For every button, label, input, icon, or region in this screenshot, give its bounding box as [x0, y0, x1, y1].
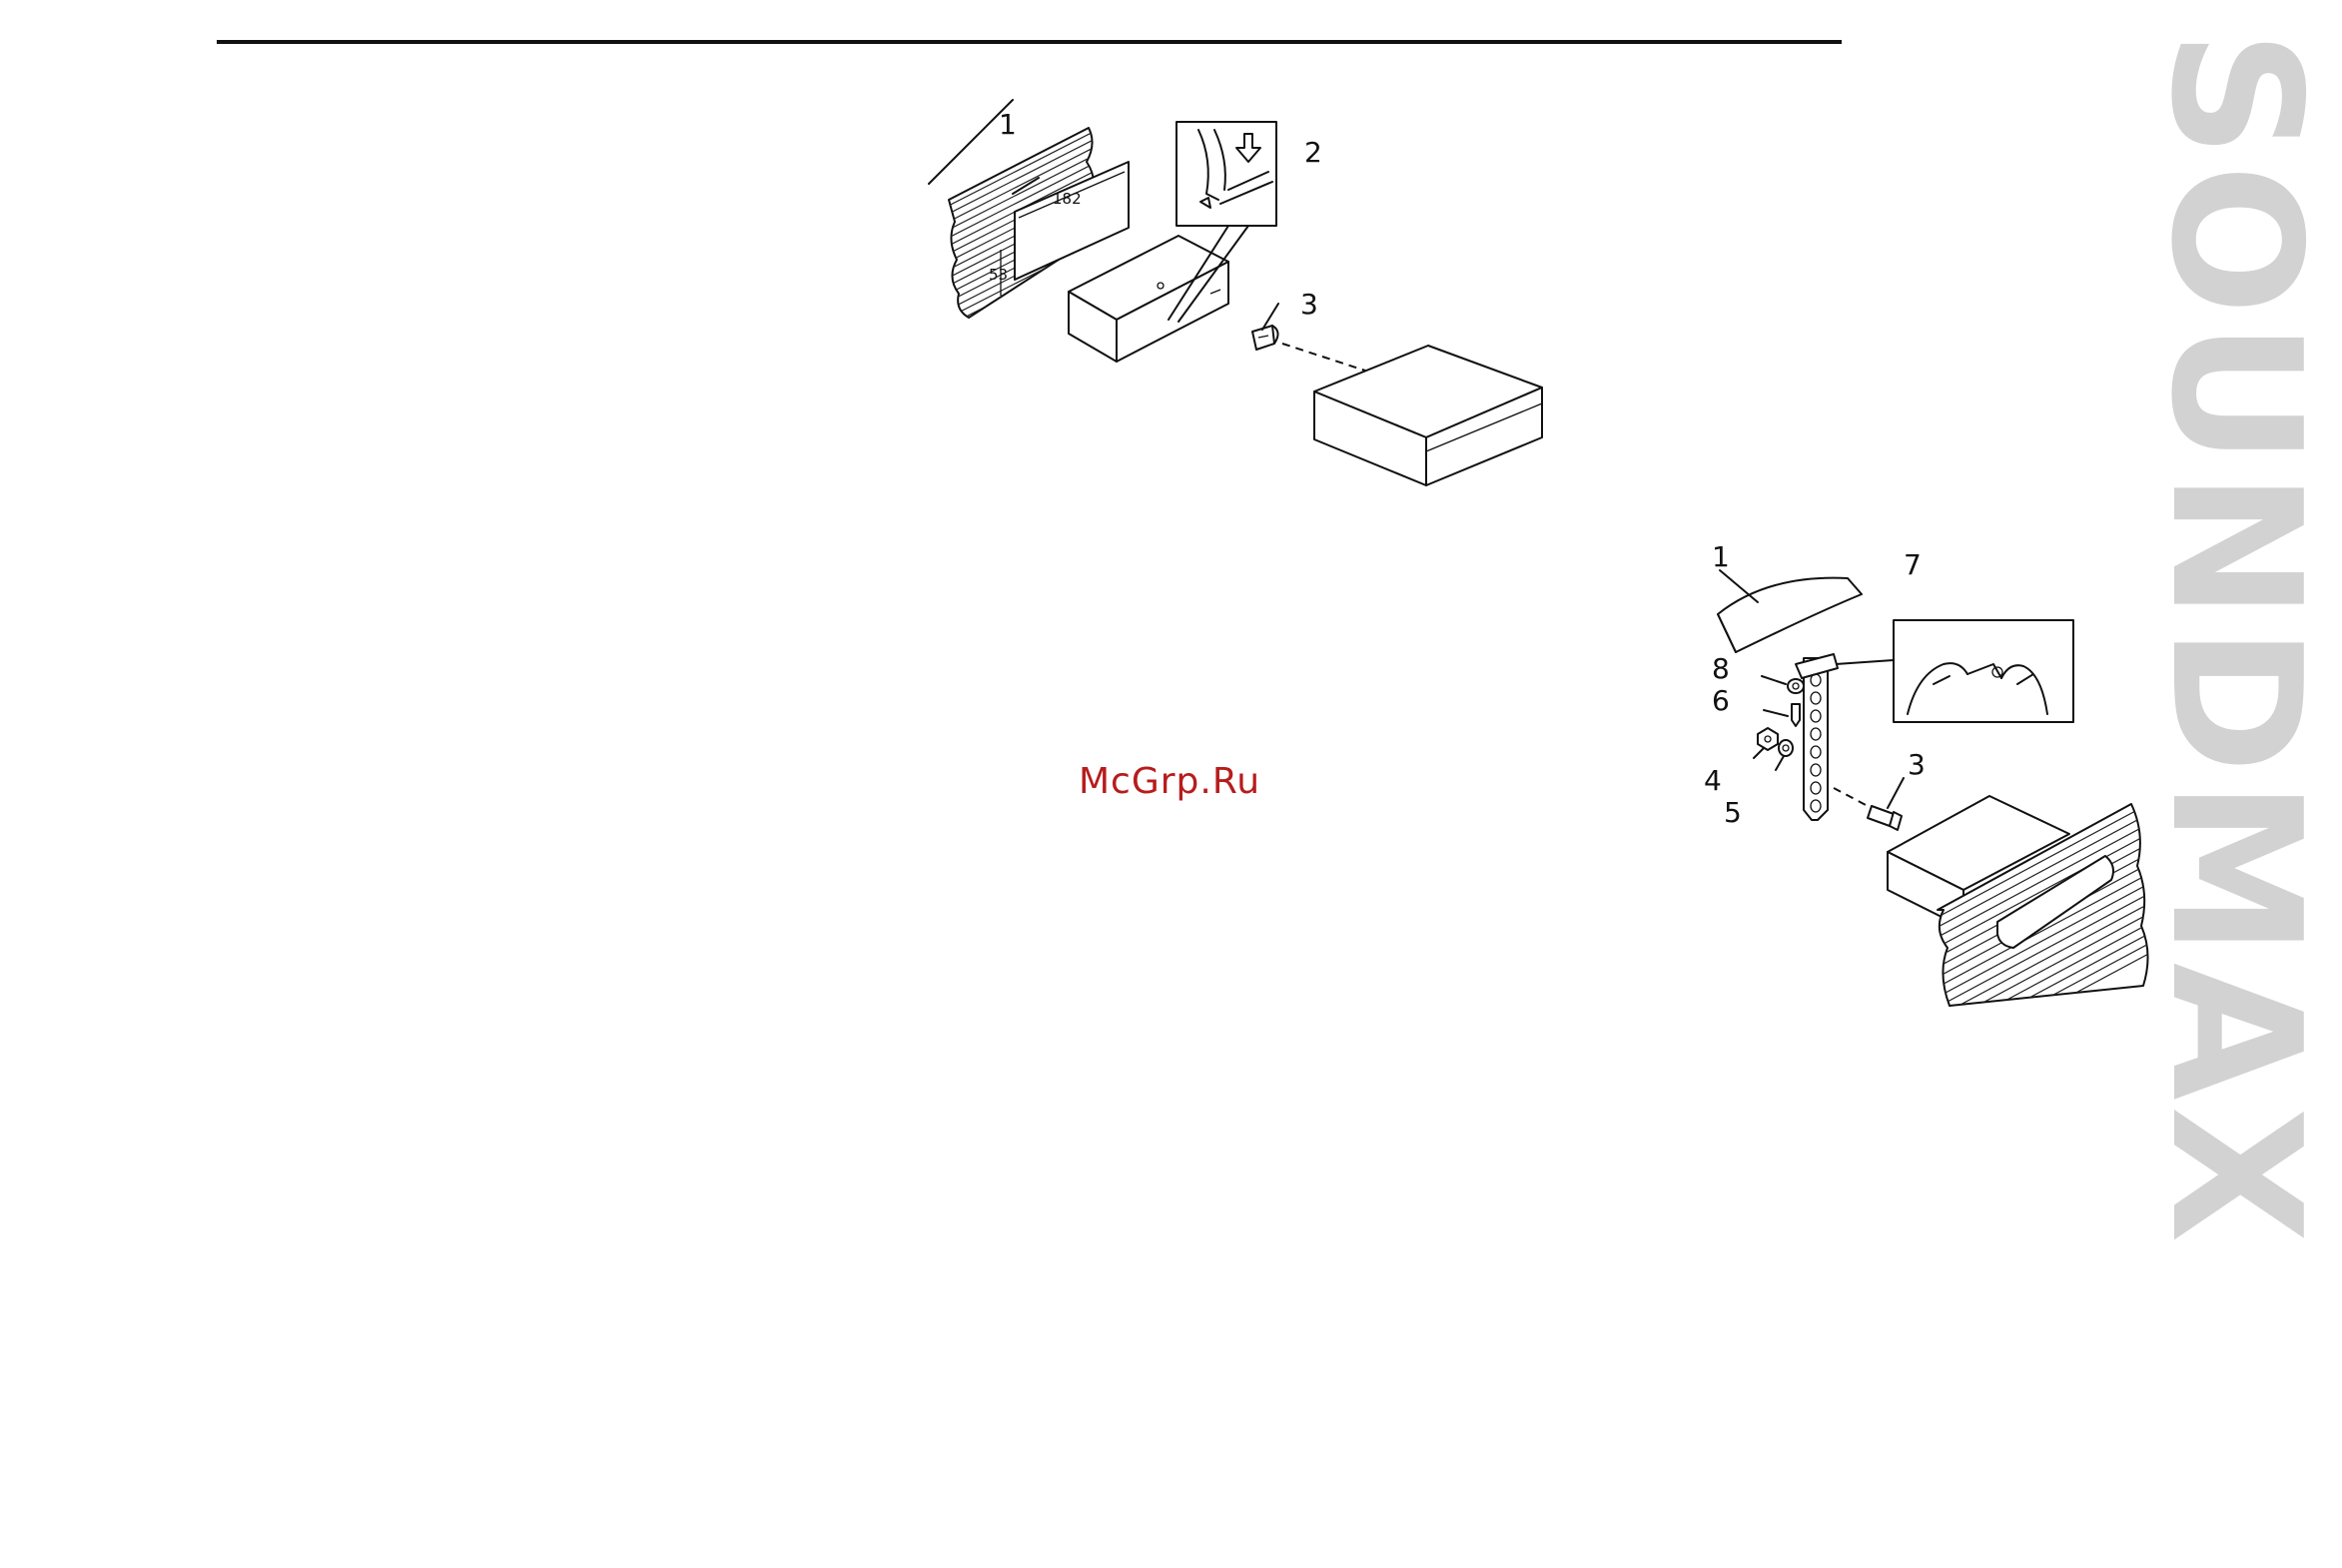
tool-detail-inset [1176, 122, 1276, 226]
installation-figure-bracket: 1 7 8 6 4 5 3 [1698, 534, 2167, 1014]
nut-part [1758, 728, 1778, 750]
bracket-cover-panel [1718, 578, 1862, 652]
head-unit-box [1314, 346, 1542, 485]
callout-3: 3 [1300, 288, 1318, 321]
callout-bottom-7: 7 [1904, 548, 1922, 581]
screw-part [1252, 326, 1278, 350]
header-rule [217, 40, 1842, 44]
callout-1: 1 [999, 108, 1017, 141]
callout-bottom-6: 6 [1712, 684, 1730, 717]
perforated-strap [1796, 654, 1838, 820]
screw-part-bottom [1868, 806, 1902, 830]
hand-detail-inset [1894, 620, 2073, 722]
watermark: McGrp.Ru [1079, 761, 1260, 802]
brand-logo: SOUNDMAX [2207, 30, 2342, 1408]
callout-bottom-1: 1 [1712, 540, 1730, 573]
callout-bottom-4: 4 [1704, 764, 1722, 797]
callout-bottom-3: 3 [1908, 748, 1926, 781]
callout-2: 2 [1304, 136, 1322, 169]
dimension-width-label: 182 [1053, 190, 1082, 208]
spring-washer-part [1779, 740, 1793, 756]
dimension-height-label: 53 [989, 266, 1008, 284]
mounting-sleeve [1069, 236, 1228, 362]
callout-bottom-5: 5 [1724, 796, 1742, 829]
bolt-part [1792, 704, 1800, 726]
washer-part [1788, 679, 1804, 693]
callout-bottom-8: 8 [1712, 652, 1730, 685]
installation-figure-dashboard: 182 53 [929, 100, 1568, 539]
